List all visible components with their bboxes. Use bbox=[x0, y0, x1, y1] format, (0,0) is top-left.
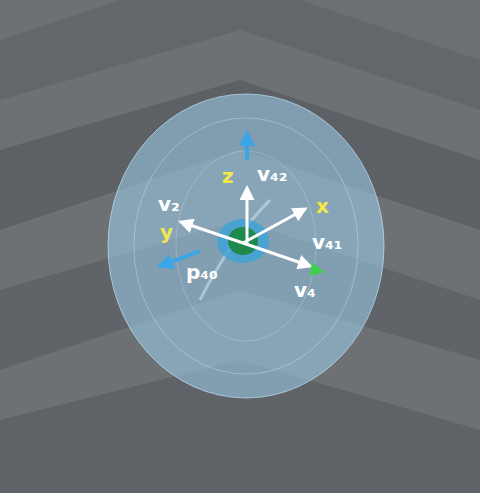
vector-arrow bbox=[181, 222, 243, 243]
inner-body bbox=[217, 219, 269, 263]
vector-arrow bbox=[243, 209, 305, 243]
vector-arrow bbox=[243, 243, 310, 266]
ellipsoid-mesh bbox=[134, 118, 358, 374]
vector-label: v₂ bbox=[158, 194, 180, 214]
axis-label: z bbox=[222, 166, 234, 186]
point-label: p₄₀ bbox=[186, 262, 218, 282]
axis-arrow bbox=[245, 133, 249, 160]
vector-label: v₄ bbox=[294, 280, 316, 300]
ellipsoid bbox=[108, 94, 384, 398]
axis-label: y bbox=[160, 222, 173, 242]
vector-label: v₄₁ bbox=[312, 232, 343, 252]
ellipsoid-mesh bbox=[176, 151, 316, 341]
vector-arrow bbox=[246, 188, 249, 243]
vector-label: v₄₂ bbox=[257, 164, 288, 184]
axis-label: x bbox=[316, 196, 329, 216]
green-arrowhead bbox=[310, 262, 324, 276]
